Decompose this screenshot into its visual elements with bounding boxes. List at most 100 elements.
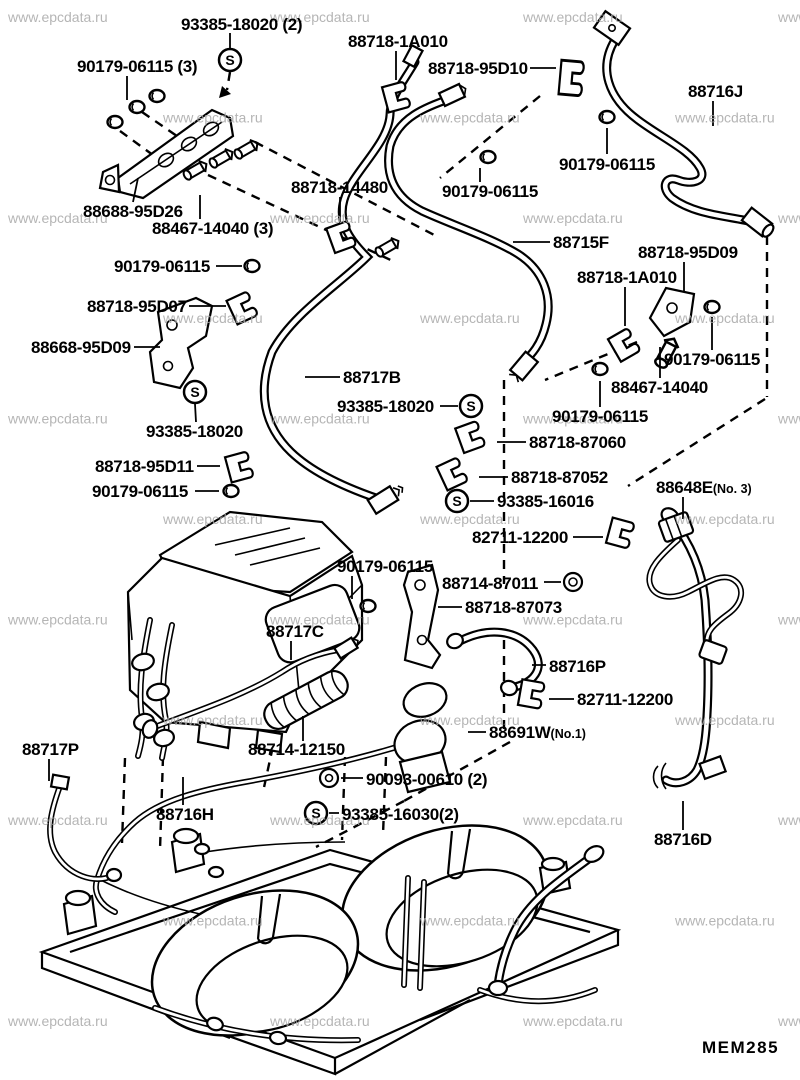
label-88717P: 88717P <box>22 740 79 759</box>
condenser-assembly-drawing <box>38 824 622 1076</box>
label-90179-06115-f: 90179-06115 <box>92 482 188 501</box>
mount-bracket <box>62 827 572 936</box>
bracket-88668-95D09 <box>148 296 214 390</box>
label-88718-95D07: 88718-95D07 <box>87 297 187 316</box>
watermark-text: www.epcdata.ru <box>7 9 108 25</box>
label-90179-06115-d: 90179-06115 <box>664 350 760 369</box>
watermark-text: www.epcdata.ru <box>7 611 108 627</box>
watermark-text: www.epcdata.ru <box>522 411 623 427</box>
watermark-text: www.epcdata.ru <box>269 411 370 427</box>
watermark-text: www.epcdata.ru <box>777 210 800 226</box>
screw-symbol: S <box>452 493 461 509</box>
watermark-text: www.epcdata.ru <box>777 411 800 427</box>
fan-shroud-front <box>150 889 360 1037</box>
label-88715F: 88715F <box>553 233 609 252</box>
label-82711-12200-top: 82711-12200 <box>472 528 568 547</box>
watermark-text: www.epcdata.ru <box>419 310 520 326</box>
label-93385-16016: 93385-16016 <box>497 492 594 511</box>
watermark-text: www.epcdata.ru <box>777 812 800 828</box>
watermark-text: www.epcdata.ru <box>7 411 108 427</box>
screw-symbol: S <box>466 398 475 414</box>
label-88668-95D09: 88668-95D09 <box>31 338 131 357</box>
watermark-text: www.epcdata.ru <box>522 9 623 25</box>
label-93385-18020-mid: 93385-18020 <box>337 397 434 416</box>
fastener-parts <box>106 88 721 789</box>
leader-lines <box>48 33 714 830</box>
watermark-text: www.epcdata.ru <box>522 611 623 627</box>
label-88714-12150: 88714-12150 <box>248 740 345 759</box>
watermark-text: www.epcdata.ru <box>7 210 108 226</box>
watermark-text: www.epcdata.ru <box>419 511 520 527</box>
bracket-88718-95D09-right <box>648 286 696 338</box>
label-88467-14040: 88467-14040 <box>611 378 708 397</box>
label-88648E: 88648E(No. 3) <box>656 478 752 497</box>
watermark-text: www.epcdata.ru <box>777 1013 800 1029</box>
hose-88716P <box>446 631 539 697</box>
label-90179-06115-3: 90179-06115 (3) <box>77 57 197 76</box>
label-88717B: 88717B <box>343 368 401 387</box>
watermark-text: www.epcdata.ru <box>7 1013 108 1029</box>
watermark-text: www.epcdata.ru <box>419 913 520 929</box>
bolt-88714-87011 <box>562 571 584 593</box>
label-88718-87060: 88718-87060 <box>529 433 626 452</box>
watermark-text: www.epcdata.ru <box>162 109 263 125</box>
watermark-text: www.epcdata.ru <box>269 1013 370 1029</box>
label-88718-14480: 88718-14480 <box>291 178 388 197</box>
label-88691W: 88691W(No.1) <box>489 723 586 742</box>
label-90179-06115-e: 90179-06115 <box>552 407 648 426</box>
watermark-text: www.epcdata.ru <box>419 109 520 125</box>
watermark-text: www.epcdata.ru <box>522 1013 623 1029</box>
watermark-text: www.epcdata.ru <box>419 712 520 728</box>
pipe-88717B <box>264 43 425 516</box>
arrow-marker <box>219 86 231 98</box>
label-88718-87073: 88718-87073 <box>465 598 562 617</box>
compressor-drawing <box>393 563 452 794</box>
assembly-dash-lines <box>119 71 769 851</box>
watermark-layer: www.epcdata.ru www.epcdata.ru www.epcdata.… <box>7 9 800 1029</box>
watermark-text: www.epcdata.ru <box>7 812 108 828</box>
label-88718-87052: 88718-87052 <box>511 468 608 487</box>
watermark-text: www.epcdata.ru <box>269 9 370 25</box>
screw-symbol: S <box>225 52 234 68</box>
label-88717C: 88717C <box>266 622 324 641</box>
label-88716D: 88716D <box>654 830 712 849</box>
label-93385-16030-2: 93385-16030(2) <box>342 805 459 824</box>
pipe-88715F <box>389 82 549 383</box>
watermark-text: www.epcdata.ru <box>777 611 800 627</box>
watermark-text: www.epcdata.ru <box>674 511 775 527</box>
watermark-text: www.epcdata.ru <box>674 310 775 326</box>
watermark-text: www.epcdata.ru <box>162 712 263 728</box>
screw-symbol: S <box>190 384 199 400</box>
part-labels: 93385-18020 (2) 90179-06115 (3) 88718-1A… <box>22 15 760 849</box>
label-82711-12200-bottom: 82711-12200 <box>577 690 673 709</box>
label-88467-14040-3: 88467-14040 (3) <box>152 219 273 238</box>
screw-marker: S <box>217 47 243 73</box>
label-90179-06115-c: 90179-06115 <box>114 257 210 276</box>
label-88716P: 88716P <box>549 657 606 676</box>
label-88718-1A010-right: 88718-1A010 <box>577 268 677 287</box>
oring-90093-00610 <box>318 767 340 789</box>
label-90093-00610-2: 90093-00610 (2) <box>366 770 487 789</box>
label-88716H: 88716H <box>156 805 214 824</box>
watermark-text: www.epcdata.ru <box>162 310 263 326</box>
diagram-code: MEM285 <box>702 1038 779 1057</box>
pipe-88716J <box>592 9 775 238</box>
label-88718-1A010-top: 88718-1A010 <box>348 32 448 51</box>
insulator-tube-drawing <box>263 669 349 731</box>
label-93385-18020-top: 93385-18020 (2) <box>181 15 302 34</box>
watermark-text: www.epcdata.ru <box>674 109 775 125</box>
watermark-text: www.epcdata.ru <box>674 712 775 728</box>
watermark-text: www.epcdata.ru <box>269 210 370 226</box>
watermark-text: www.epcdata.ru <box>674 913 775 929</box>
watermark-text: www.epcdata.ru <box>777 9 800 25</box>
pipe-88717P <box>50 773 123 883</box>
label-93385-18020-left: 93385-18020 <box>146 422 243 441</box>
screw-marker: S <box>458 393 484 419</box>
screw-marker: S <box>444 488 470 514</box>
screw-marker: S <box>182 379 208 405</box>
label-90179-06115-b: 90179-06115 <box>442 182 538 201</box>
label-90179-06115-g: 90179-06115 <box>337 557 433 576</box>
label-88718-95D10: 88718-95D10 <box>428 59 528 78</box>
